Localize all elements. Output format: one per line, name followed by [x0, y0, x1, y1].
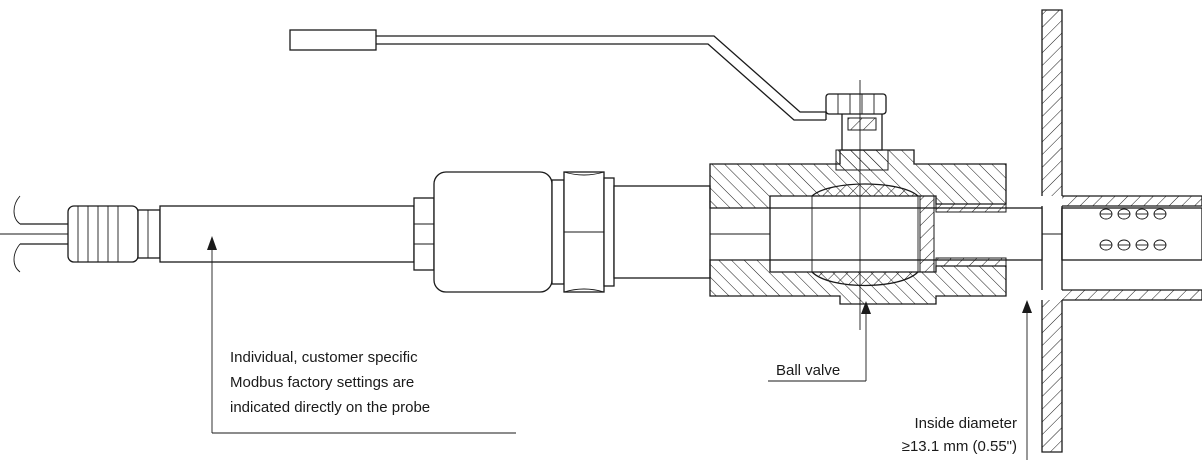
probe-note-line3: indicated directly on the probe — [230, 399, 430, 416]
probe-note-leader — [207, 236, 516, 434]
probe-body — [159, 171, 565, 293]
ball-valve-leader — [768, 301, 871, 382]
inside-diameter-line2: ≥13.1 mm (0.55") — [902, 438, 1017, 455]
probe-note-line1: Individual, customer specific — [230, 349, 418, 366]
cable-connector — [67, 205, 161, 263]
ball-valve-label: Ball valve — [776, 362, 840, 379]
inside-diameter-line1: Inside diameter — [914, 415, 1017, 432]
duct-wall — [1040, 9, 1202, 453]
inside-diameter-leader — [1022, 300, 1032, 460]
sensor-holes — [1099, 208, 1167, 251]
ball-valve — [709, 80, 1043, 330]
hex-fitting — [563, 171, 711, 293]
valve-handle — [289, 29, 827, 121]
probe-tip — [1061, 207, 1202, 261]
probe-note-line2: Modbus factory settings are — [230, 374, 414, 391]
